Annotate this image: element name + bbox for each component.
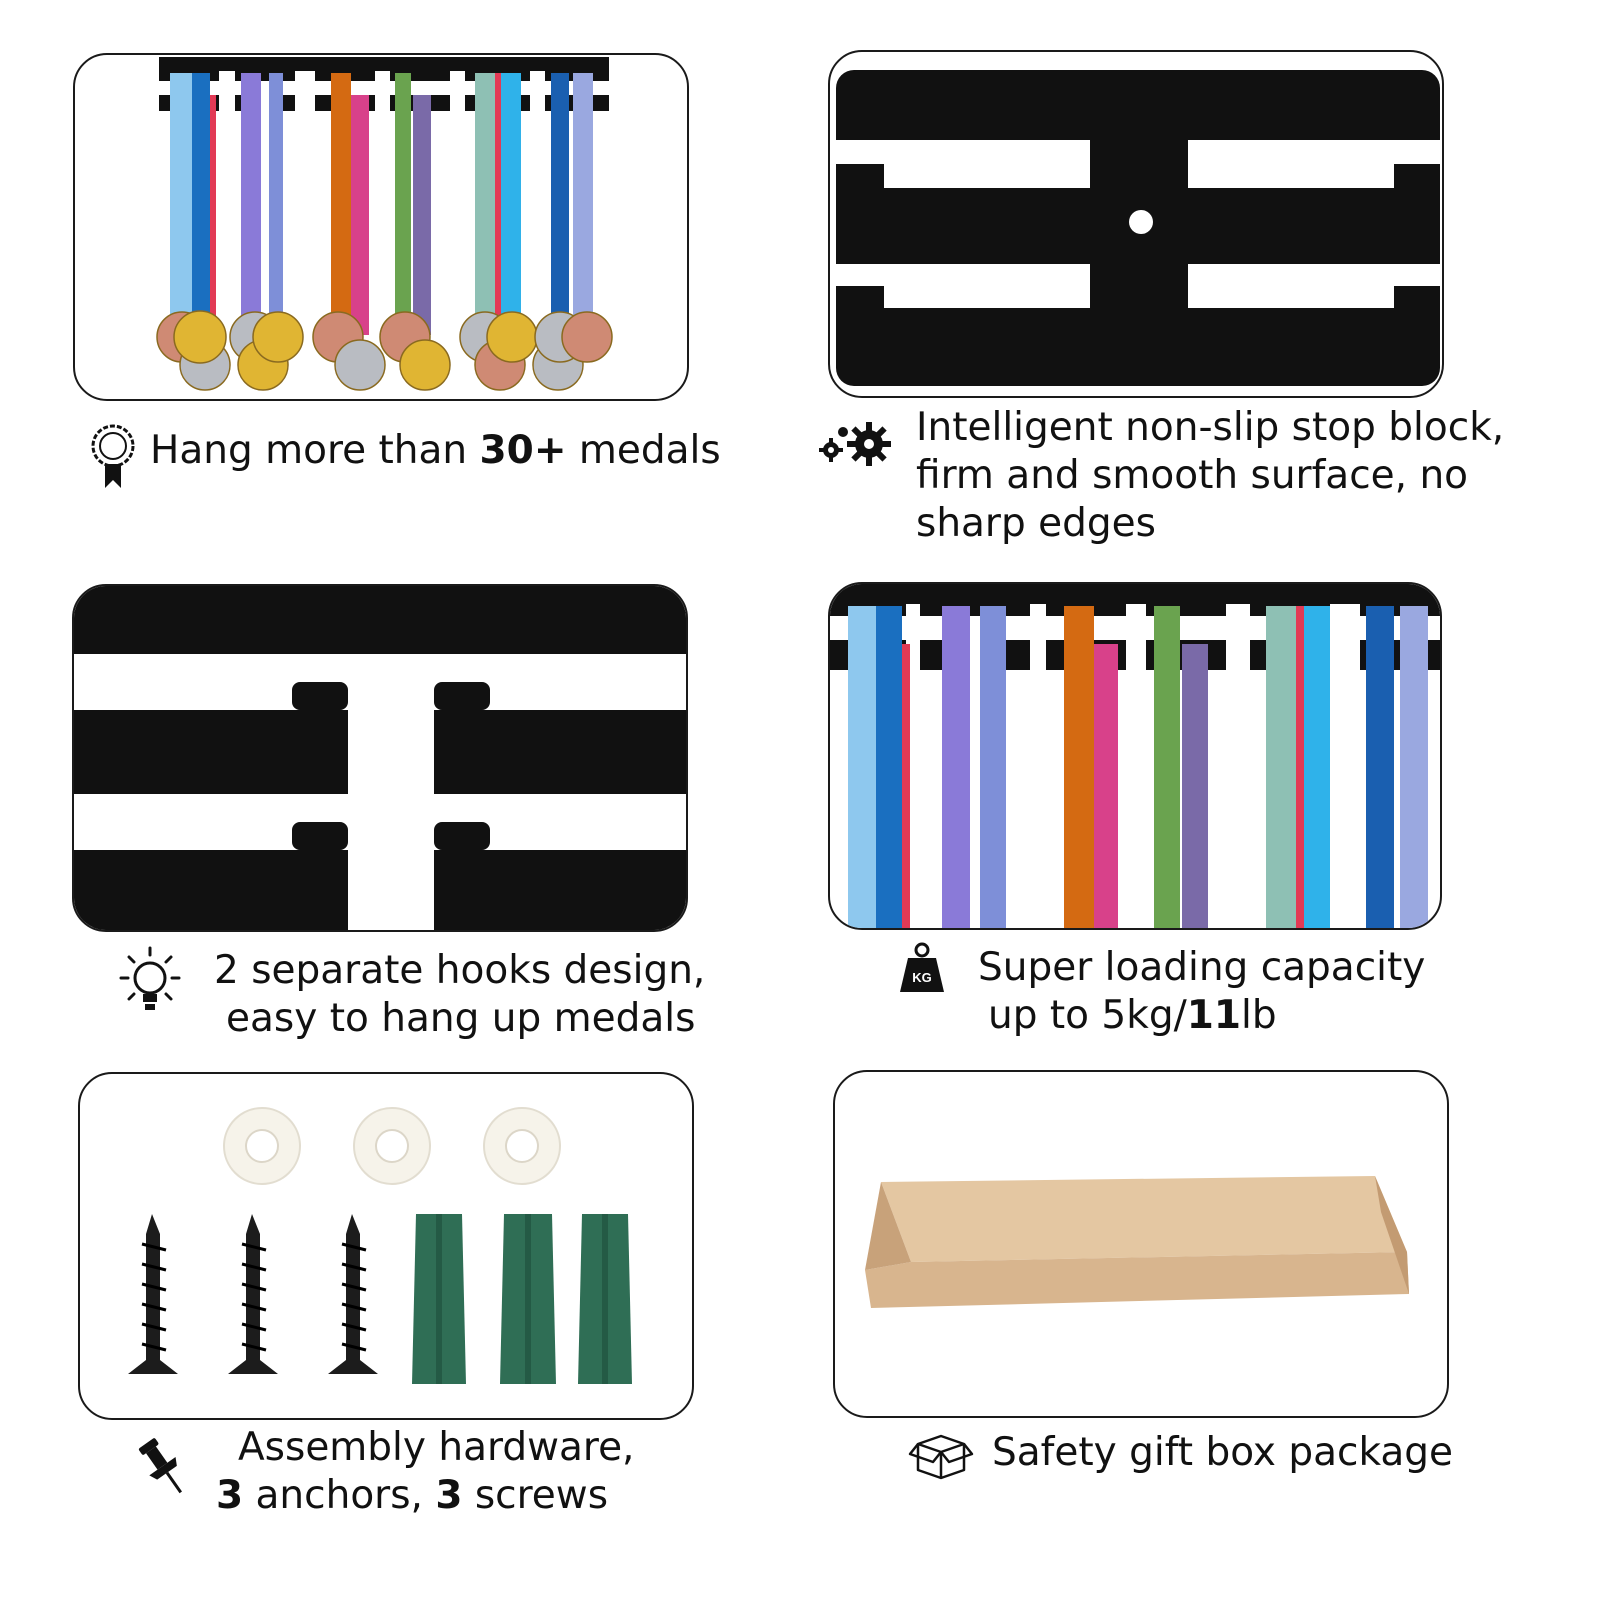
lightbulb-icon [119,946,181,1010]
caption-hooks-design: 2 separate hooks design, easy to hang up… [214,947,705,1043]
gift-box-panel [833,1070,1449,1418]
caption-line: firm and smooth surface, no [916,453,1469,498]
caption-emphasis: 3 [435,1473,463,1518]
caption-text: Hang more than [150,428,480,473]
caption-text: screws [462,1473,609,1518]
gears-icon [819,422,891,466]
caption-text: anchors, [243,1473,436,1518]
caption-text: up to 5kg/ [988,993,1187,1038]
kg-weight-icon: KG [900,942,944,992]
kg-label: KG [912,970,932,985]
caption-line: sharp edges [916,501,1156,546]
caption-text: medals [566,428,721,473]
caption-line: easy to hang up medals [226,996,696,1041]
stop-block-illustration [836,70,1440,386]
assembly-hardware-panel [78,1072,694,1420]
medal-hanger-with-medals-illustration [156,57,613,391]
caption-assembly-hardware: Assembly hardware, 3 anchors, 3 screws [216,1424,634,1520]
separate-hooks-panel [72,584,688,932]
caption-line: Assembly hardware, [238,1425,635,1470]
kraft-box-illustration [865,1176,1409,1308]
package-box-icon [908,1434,974,1480]
caption-gift-box: Safety gift box package [992,1429,1453,1477]
caption-emphasis: 3 [216,1473,244,1518]
caption-emphasis: 30+ [479,428,567,473]
stop-block-closeup-panel [828,50,1444,398]
caption-line: Super loading capacity [978,945,1426,990]
caption-emphasis: 11 [1186,993,1241,1038]
loaded-ribbons-panel [828,582,1442,930]
pushpin-icon [138,1438,183,1494]
caption-stop-block: Intelligent non-slip stop block, firm an… [916,404,1504,548]
medal-hanger-photo-panel [73,53,689,401]
ribbons-loading-illustration [830,584,1440,928]
caption-line: 2 separate hooks design, [214,948,706,993]
caption-text: lb [1241,993,1277,1038]
caption-loading-capacity: Super loading capacity up to 5kg/11lb [978,944,1425,1040]
caption-text: Safety gift box package [992,1430,1454,1475]
caption-line: Intelligent non-slip stop block, [916,405,1505,450]
separate-hooks-illustration [74,586,686,930]
hardware-illustration [128,1107,632,1384]
award-ribbon-icon [91,424,135,488]
caption-hang-medals: Hang more than 30+ medals [150,427,721,475]
